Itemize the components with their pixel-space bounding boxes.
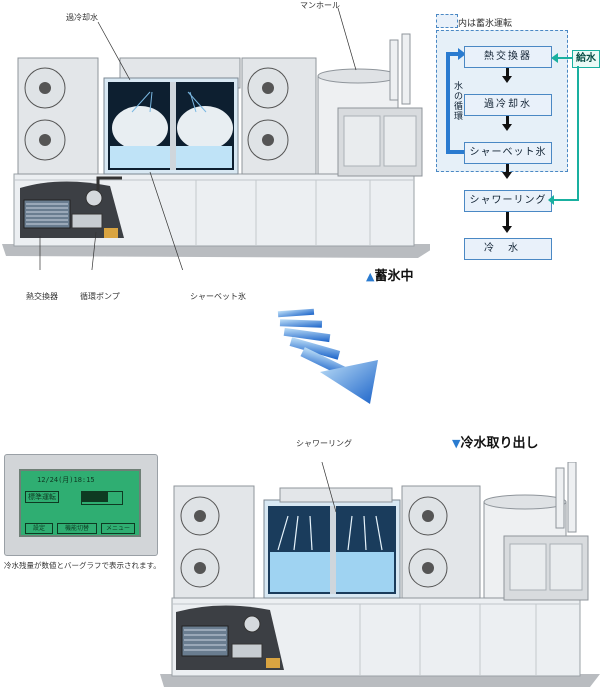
flow-step-supercooled-water: 過冷却水 (464, 94, 552, 116)
flow-step-chilled-water: 冷水 (464, 238, 552, 260)
lcd-bargraph (81, 491, 123, 505)
flow-arrow-stem (506, 164, 509, 172)
ice-storage-unit-extraction-mode (160, 462, 600, 687)
mode-heading-extraction: ▼冷水取り出し (452, 432, 538, 451)
flow-legend-text: 内は蓄氷運転 (458, 19, 513, 29)
transition-arrow-icon (277, 308, 378, 404)
flow-arrow-stem (506, 68, 509, 76)
panel-caption: 冷水残量が数値とバーグラフで表示されます。 (4, 561, 161, 570)
label-circulation-pump: 循環ポンプ (80, 292, 120, 301)
mode-storage-text: 蓄氷中 (374, 269, 414, 284)
mode-extraction-text: 冷水取り出し (460, 436, 539, 451)
label-heat-exchanger: 熱交換器 (26, 292, 58, 301)
triangle-down-icon: ▼ (452, 437, 461, 450)
flow-arrow-down-icon (502, 172, 512, 179)
label-manhole: マンホール (300, 1, 340, 10)
lcd-settings-button[interactable]: 設定 (25, 523, 53, 534)
flow-arrow-down-icon (502, 124, 512, 131)
triangle-up-icon: ▲ (366, 270, 375, 283)
lcd-mode-text: 標準運転 (25, 491, 59, 503)
control-panel-lcd: 12/24(月)18:15 標準運転 設定 機能切替 メニュー (19, 469, 141, 537)
mode-heading-storage: ▲蓄氷中 (366, 265, 413, 284)
lcd-menu-button[interactable]: メニュー (101, 523, 135, 534)
label-sherbet-ice: シャーベット氷 (190, 292, 246, 301)
lcd-datetime: 12/24(月)18:15 (37, 476, 95, 484)
flow-arrow-down-icon (502, 226, 512, 233)
flow-arrow-stem (506, 116, 509, 124)
label-supercooled-water: 過冷却水 (66, 13, 98, 22)
lcd-function-button[interactable]: 機能切替 (57, 523, 97, 534)
flow-legend-swatch (436, 14, 458, 28)
flow-step-heat-exchanger: 熱交換器 (464, 46, 552, 68)
flow-step-shower-ring: シャワーリング (464, 190, 552, 212)
ice-storage-unit-storage-mode (2, 7, 430, 270)
label-shower-ring: シャワーリング (296, 439, 352, 448)
flow-step-sherbet-ice: シャーベット氷 (464, 142, 552, 164)
circulation-loop-arrow (446, 48, 466, 154)
supply-water-line (548, 53, 579, 205)
water-circulation-label: 水の循環 (454, 82, 464, 122)
lcd-bargraph-fill (82, 492, 108, 502)
flow-arrow-stem (506, 212, 509, 226)
flow-arrow-down-icon (502, 76, 512, 83)
